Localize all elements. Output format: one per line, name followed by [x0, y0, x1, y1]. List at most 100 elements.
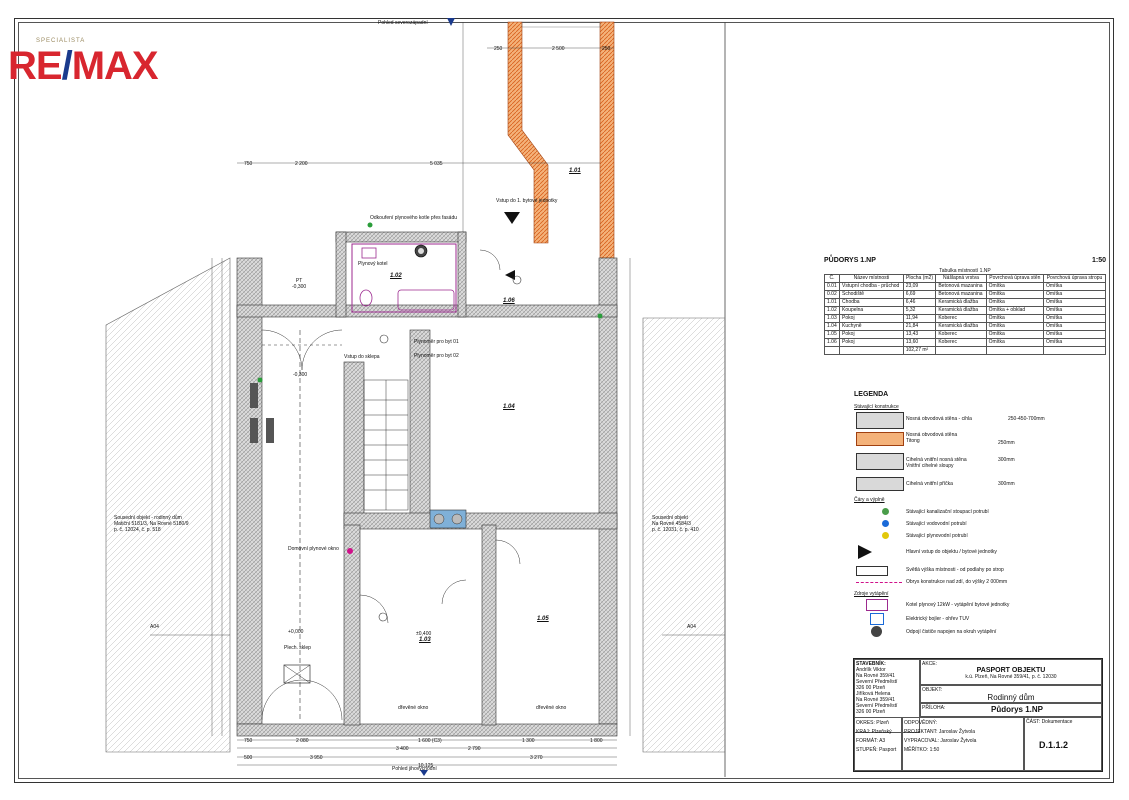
room-table-cell: 1.02: [823, 306, 841, 315]
view-arrow-top: [447, 18, 455, 26]
tb-objekt-value: Rodinný dům: [987, 693, 1035, 702]
courtyard-top-edge: [521, 21, 601, 28]
legend-item-1: Nosná obvodová stěna - cihla: [906, 416, 972, 422]
neighbor-left-label: Sousední objekt - rodinný dům Matiční 51…: [114, 515, 189, 533]
room-table-cell: Koberec: [935, 314, 987, 323]
room-table-cell: Keramická dlažba: [935, 322, 987, 331]
room-table-cell: Pokoj: [839, 314, 904, 323]
room-table-cell: Omítka: [985, 314, 1045, 323]
tb-number-cell: ČÁST: Dokumentace D.1.1.2: [1024, 717, 1102, 771]
room-table-cell: 23,09: [902, 282, 937, 291]
logo-part-slash: /: [61, 44, 73, 88]
room-table-cell: Omítka: [1043, 322, 1106, 331]
section-marker-left: A04: [150, 624, 159, 630]
staircase: [363, 379, 409, 511]
tb-kraj-label: KRAJ:: [856, 729, 871, 735]
level-passage: -0,300: [293, 372, 308, 378]
pipe-marker-4: [367, 222, 373, 228]
room-table-cell: Vstupní chodba - průchod: [839, 282, 904, 291]
room-table: Č. Název místnosti Plocha (m2) Nášlapná …: [823, 274, 1106, 355]
room-table-cell: Omítka: [1043, 314, 1106, 323]
tb-objekt: OBJEKT: Rodinný dům: [920, 685, 1102, 703]
tb-stupen-value: Pasport: [879, 747, 897, 753]
tb-role-3: VYPRACOVAL: Jaroslav Žytvola: [904, 737, 1022, 746]
tb-format-value: A3: [879, 738, 886, 744]
dimension-lines: [211, 22, 631, 766]
legend-sub-heating: Zdroje vytápění: [854, 591, 889, 597]
legend-entry-arrow-icon: [858, 545, 872, 559]
dim-top-4: 250: [494, 46, 503, 52]
tb-stavebnik-value: Andrlík Viktor Na Rovné 359/41 Severní P…: [856, 667, 898, 715]
stair-wall-left: [343, 361, 365, 525]
room-table-cell: Keramická dlažba: [935, 298, 987, 307]
room-table-cell: 1.03: [823, 314, 841, 323]
room-table-total-row: 102,27 m²: [823, 346, 1106, 355]
note-gas-window: Domovní plynové okno: [288, 546, 339, 552]
room-table-header: Č. Název místnosti Plocha (m2) Nášlapná …: [823, 274, 1106, 283]
washbasin: [361, 247, 377, 259]
legend-title: LEGENDA: [854, 391, 889, 398]
meter-circle-3: [512, 275, 522, 285]
room-table-cell: 5,32: [902, 306, 937, 315]
room-table-cell: 13,43: [902, 330, 937, 339]
legend-line-1: Stávající kanalizační stoupací potrubí: [906, 509, 989, 515]
dim-top-1: 750: [244, 161, 253, 167]
tb-okres: OKRES: Plzeň: [856, 719, 900, 728]
tb-role-1-label: ODPOVĚDNÝ:: [904, 720, 938, 726]
legend-sewer-icon: [882, 508, 889, 515]
cellar-hatch: [283, 664, 311, 684]
legend-water-icon: [882, 520, 889, 527]
tb-akce-label: AKCE:: [922, 661, 938, 667]
dim-bottom-6: 1 300: [522, 738, 535, 744]
wall-bottom-outer: [236, 723, 618, 737]
tb-stavebnik-label: STAVEBNÍK:: [856, 661, 886, 667]
legend-line-6: Obrys konstrukce nad zdí, do výšky 2 000…: [906, 579, 1008, 585]
bathroom-outline: [351, 243, 457, 313]
room-table-cell: Omítka: [985, 298, 1045, 307]
legend-item-1-extra: 250-450-700mm: [1008, 416, 1045, 422]
wall-room-divider: [481, 524, 497, 726]
room-table-header-cell: Povrchová úprava stěn: [985, 274, 1045, 283]
tb-role-3-value: Jaroslav Žytvola: [940, 738, 977, 744]
courtyard-wall-right: [599, 21, 615, 259]
tb-stavebnik: STAVEBNÍK: Andrlík Viktor Na Rovné 359/4…: [854, 659, 920, 733]
room-table-cell: Omítka: [985, 322, 1045, 331]
room-label-101: 1.01: [569, 168, 581, 174]
entrance-arrow-1: [504, 212, 520, 224]
wall-middle-horizontal: [343, 512, 618, 530]
note-gas-meter-2: Plynoměr pro byt 02: [414, 353, 459, 359]
pipe-marker-3: [347, 548, 353, 554]
room-table-header-cell: Název místnosti: [839, 274, 904, 283]
legend-item-2: Nosná obvodová stěna Titong: [906, 432, 958, 444]
tb-priloha-label: PŘÍLOHA:: [922, 705, 946, 711]
dim-top-2: 2 200: [295, 161, 308, 167]
column-2: [250, 418, 258, 443]
legend-item-3: Cihelná vnitřní nosná stěna Vnitřní cihe…: [906, 457, 967, 469]
room-table-cell: Betonová mazanina: [935, 282, 987, 291]
courtyard-wall-left: [507, 21, 549, 244]
room-table-cell: Pokoj: [839, 338, 904, 347]
tb-roles: ODPOVĚDNÝ: PROJEKTANT: Jaroslav Žytvola …: [902, 717, 1024, 771]
note-cellar: Plech. sklep: [284, 645, 311, 651]
legend: LEGENDA Stávající konstrukce Nosná obvod…: [838, 385, 1106, 645]
room-table-cell: Omítka: [1043, 330, 1106, 339]
dim-bottom-8: 500: [244, 755, 253, 761]
room-table-cell: Koberec: [935, 330, 987, 339]
room-table-cell: Betonová mazanina: [935, 290, 987, 299]
section-marker-right: A04: [687, 624, 696, 630]
tb-format: FORMÁT: A3: [856, 737, 900, 746]
legend-item-4: Cihelná vnitřní příčka: [906, 481, 953, 487]
room-label-104: 1.04: [503, 404, 515, 410]
legend-item-2-extra: 250mm: [998, 440, 1015, 446]
room-table-cell: Omítka: [1043, 282, 1106, 291]
tb-left-block: OKRES: Plzeň KRAJ: Plzeňský FORMÁT: A3 S…: [854, 717, 902, 771]
legend-swatch-partition: [856, 477, 904, 491]
dim-top-3: 5 035: [430, 161, 443, 167]
view-arrow-bottom: [420, 770, 428, 776]
logo-part-right: MAX: [71, 44, 159, 88]
tb-okres-value: Plzeň: [876, 720, 889, 726]
room-table-cell: Keramická dlažba: [935, 306, 987, 315]
